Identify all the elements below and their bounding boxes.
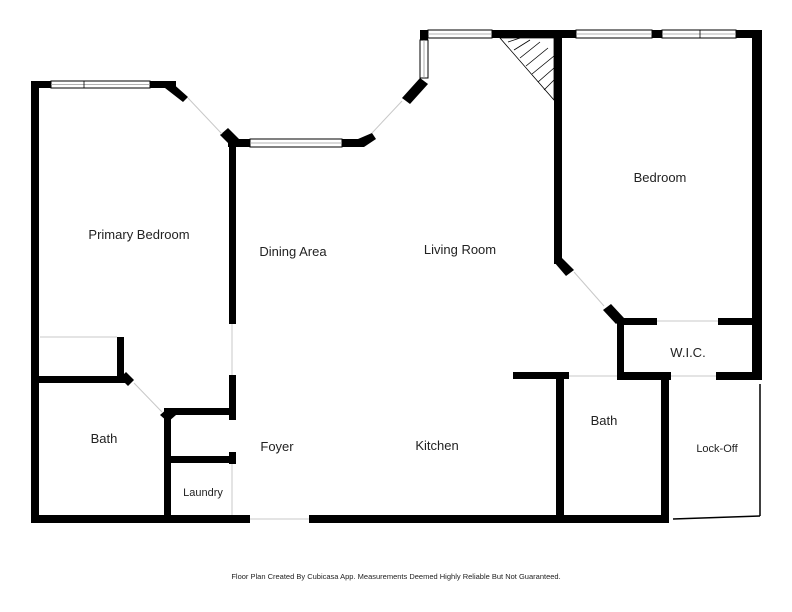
- windows: [50, 29, 737, 148]
- door-openings: [40, 97, 718, 520]
- label-laundry: Laundry: [183, 487, 223, 499]
- interior-walls: [31, 30, 762, 523]
- label-dining-area: Dining Area: [259, 244, 327, 259]
- footer-credit: Floor Plan Created By Cubicasa App. Meas…: [231, 572, 560, 581]
- room-labels: Primary Bedroom Dining Area Living Room …: [88, 170, 738, 499]
- label-primary-bedroom: Primary Bedroom: [88, 227, 189, 242]
- label-lock-off: Lock-Off: [696, 443, 738, 455]
- label-kitchen: Kitchen: [415, 438, 458, 453]
- label-bath-left: Bath: [91, 431, 118, 446]
- label-wic: W.I.C.: [670, 345, 705, 360]
- label-bedroom: Bedroom: [634, 170, 687, 185]
- fireplace-hatch: [499, 37, 555, 102]
- label-bath-right: Bath: [591, 413, 618, 428]
- label-living-room: Living Room: [424, 242, 496, 257]
- lock-off-outline: [672, 384, 761, 520]
- label-foyer: Foyer: [260, 439, 294, 454]
- exterior-walls: [31, 30, 762, 523]
